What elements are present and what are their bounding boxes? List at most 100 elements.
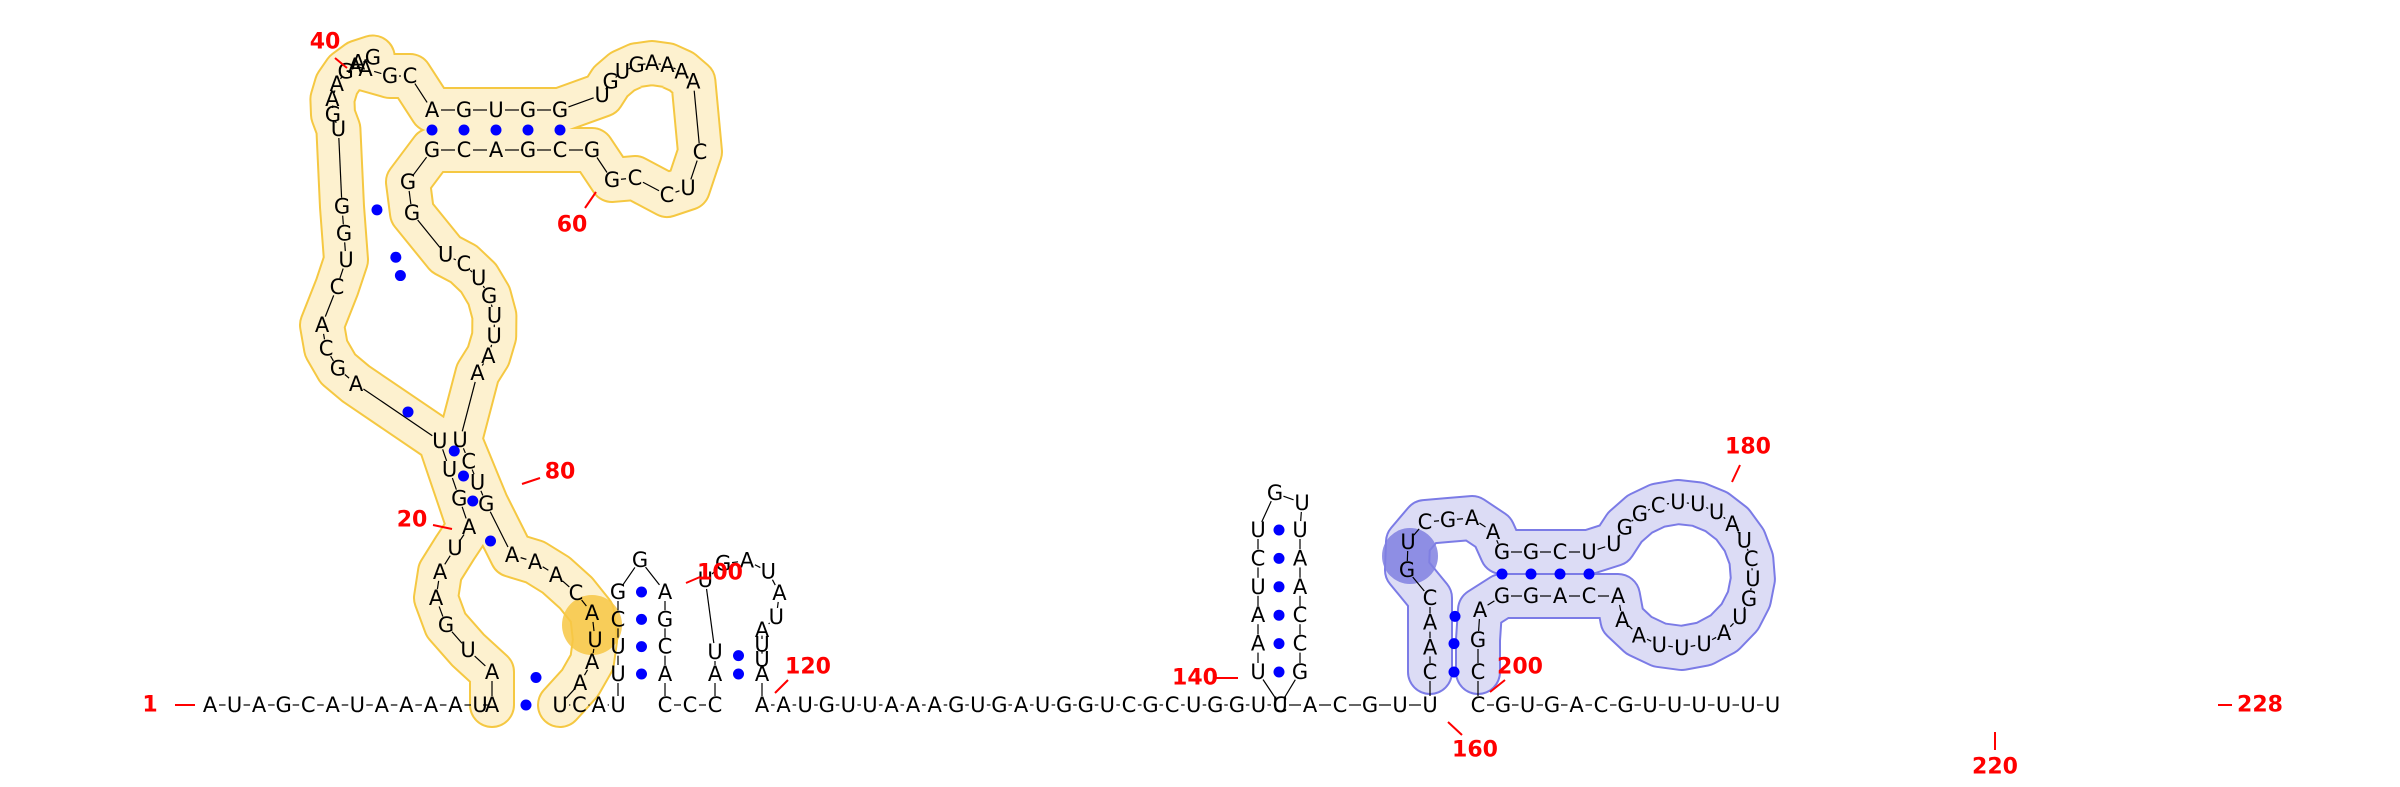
- nucleotide-15: U: [460, 638, 475, 662]
- nucleotide-11: A: [448, 693, 463, 717]
- nucleotide-118: A: [776, 693, 791, 717]
- base-pair-dot: [733, 650, 744, 661]
- nucleotide-136: C: [1165, 693, 1180, 717]
- position-label-80: 80: [545, 460, 576, 485]
- nucleotide-64: A: [489, 138, 504, 162]
- base-pair-dot: [1526, 569, 1537, 580]
- nucleotide-56: C: [693, 140, 708, 164]
- nucleotide-193: A: [1632, 623, 1647, 647]
- position-label-60: 60: [557, 213, 588, 238]
- base-pair-dot: [733, 669, 744, 680]
- base-pair-dot: [1274, 610, 1285, 621]
- nucleotide-165: C: [1423, 586, 1438, 610]
- nucleotide-203: C: [1471, 693, 1486, 717]
- nucleotide-28: C: [330, 275, 345, 299]
- nucleotide-105: A: [708, 662, 723, 686]
- nucleotide-212: U: [1691, 693, 1706, 717]
- nucleotide-19: U: [447, 536, 462, 560]
- nucleotide-147: U: [1250, 518, 1265, 542]
- base-pair-dot: [1555, 569, 1566, 580]
- nucleotide-70: C: [456, 252, 471, 276]
- nucleotide-22: U: [442, 458, 457, 482]
- nucleotide-128: G: [991, 693, 1007, 717]
- base-pair-dot: [467, 496, 478, 507]
- nucleotide-31: G: [334, 195, 350, 219]
- nucleotide-205: U: [1520, 693, 1535, 717]
- nucleotide-90: C: [572, 693, 587, 717]
- nucleotide-160: U: [1392, 693, 1407, 717]
- nucleotide-154: C: [1293, 632, 1308, 656]
- nucleotide-17: A: [429, 586, 444, 610]
- nucleotide-4: G: [275, 693, 291, 717]
- nucleotide-148: G: [1267, 481, 1283, 505]
- nucleotide-202: C: [1471, 660, 1486, 684]
- nucleotide-204: G: [1495, 693, 1511, 717]
- nucleotide-129: A: [1014, 693, 1029, 717]
- base-pair-dot: [390, 252, 401, 263]
- nucleotide-151: A: [1293, 546, 1308, 570]
- nucleotide-157: A: [1303, 693, 1318, 717]
- nucleotide-80: G: [478, 492, 494, 516]
- nucleotide-209: G: [1617, 693, 1633, 717]
- nucleotide-92: U: [610, 693, 625, 717]
- base-pair-dot: [1274, 553, 1285, 564]
- nucleotide-82: A: [528, 550, 543, 574]
- nucleotide-167: U: [1400, 530, 1415, 554]
- position-tick-180: [1732, 465, 1740, 482]
- nucleotide-119: U: [797, 693, 812, 717]
- nucleotide-194: A: [1615, 608, 1630, 632]
- nucleotide-190: U: [1696, 632, 1711, 656]
- base-pair-dot: [1450, 611, 1461, 622]
- nucleotide-182: U: [1709, 500, 1724, 524]
- base-pair-dot: [491, 125, 502, 136]
- nucleotide-104: C: [708, 693, 723, 717]
- nucleotide-1: A: [203, 693, 218, 717]
- nucleotide-139: G: [1229, 693, 1245, 717]
- nucleotide-211: U: [1667, 693, 1682, 717]
- nucleotide-94: U: [610, 635, 625, 659]
- position-label-220: 220: [1972, 755, 2018, 780]
- nucleotide-156: C: [1273, 693, 1288, 717]
- nucleotide-196: C: [1582, 584, 1597, 608]
- nucleotide-116: A: [755, 662, 770, 686]
- nucleotide-181: U: [1690, 492, 1705, 516]
- nucleotide-138: G: [1207, 693, 1223, 717]
- nucleotide-178: G: [1632, 502, 1648, 526]
- nucleotide-120: G: [819, 693, 835, 717]
- base-pair-dot: [531, 672, 542, 683]
- nucleotide-153: C: [1293, 603, 1308, 627]
- nucleotide-150: U: [1292, 518, 1307, 542]
- base-pair-dot: [403, 406, 414, 417]
- nucleotide-195: A: [1611, 584, 1626, 608]
- nucleotide-122: U: [862, 693, 877, 717]
- nucleotide-126: G: [948, 693, 964, 717]
- nucleotide-66: G: [424, 138, 440, 162]
- nucleotide-21: G: [451, 486, 467, 510]
- position-label-140: 140: [1172, 666, 1218, 691]
- base-pair-dot: [395, 270, 406, 281]
- nucleotide-59: C: [628, 166, 643, 190]
- base-pair-dot: [459, 125, 470, 136]
- nucleotide-6: A: [326, 693, 341, 717]
- nucleotide-89: U: [552, 693, 567, 717]
- nucleotide-174: C: [1553, 540, 1568, 564]
- backbone-link: [1283, 496, 1293, 500]
- nucleotide-123: A: [884, 693, 899, 717]
- nucleotide-192: U: [1652, 633, 1667, 657]
- nucleotide-61: G: [584, 138, 600, 162]
- nucleotide-91: A: [591, 693, 606, 717]
- base-pair-dot: [1497, 569, 1508, 580]
- nucleotide-24: A: [349, 372, 364, 396]
- nucleotide-16: G: [438, 613, 454, 637]
- nucleotide-100: C: [658, 635, 673, 659]
- nucleotide-3: A: [252, 693, 267, 717]
- nucleotide-2: U: [227, 693, 242, 717]
- base-pair-dot: [1449, 667, 1460, 678]
- base-pair-dot: [1449, 638, 1460, 649]
- base-pair-dot: [1274, 581, 1285, 592]
- nucleotide-215: U: [1765, 693, 1780, 717]
- nucleotide-125: A: [927, 693, 942, 717]
- nucleotide-14: A: [485, 660, 500, 684]
- nucleotide-76: A: [470, 361, 485, 385]
